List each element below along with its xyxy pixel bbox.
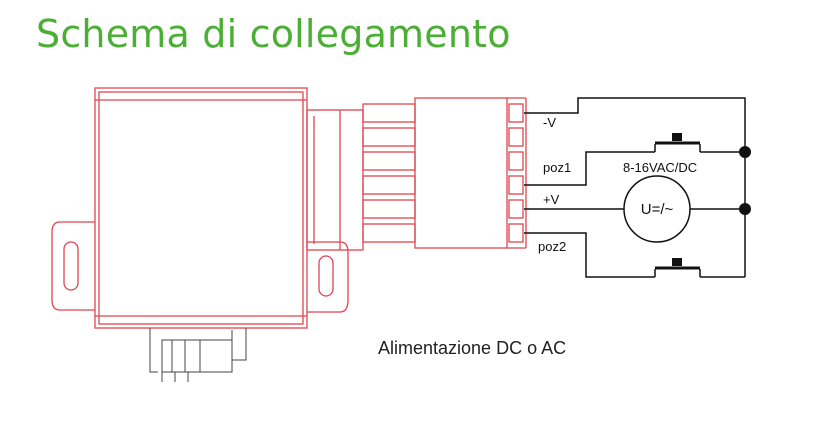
terminal-screws [508,103,524,243]
junction-dot-top [739,146,751,158]
mounting-slot-right [318,255,334,297]
switch-poz1 [654,133,701,152]
label-neg-v: -V [543,115,556,130]
label-meter: U=/~ [641,201,674,218]
mounting-slot-left [63,241,79,291]
device-housing [94,87,308,329]
label-poz2: poz2 [538,239,566,254]
connector-block [306,109,364,251]
bottom-connector [149,328,247,382]
page-title: Schema di collegamento [36,12,511,56]
meter-symbol [623,175,691,243]
terminal-pins [362,103,416,243]
device-drawing [51,87,527,329]
switch-poz2 [654,258,701,277]
wiring [524,97,746,278]
label-poz1: poz1 [543,160,571,175]
wire-poz1 [524,151,655,186]
wire-poz2 [524,232,655,278]
mounting-ear-left [51,221,95,311]
junction-dot-bottom [739,203,751,215]
caption: Alimentazione DC o AC [378,338,567,358]
mounting-ear-right [307,241,349,313]
wire-neg-v [524,97,746,152]
device-housing-inner [98,91,304,325]
label-voltage: 8-16VAC/DC [623,160,697,175]
label-pos-v: +V [543,192,560,207]
terminal-plug [414,97,508,249]
